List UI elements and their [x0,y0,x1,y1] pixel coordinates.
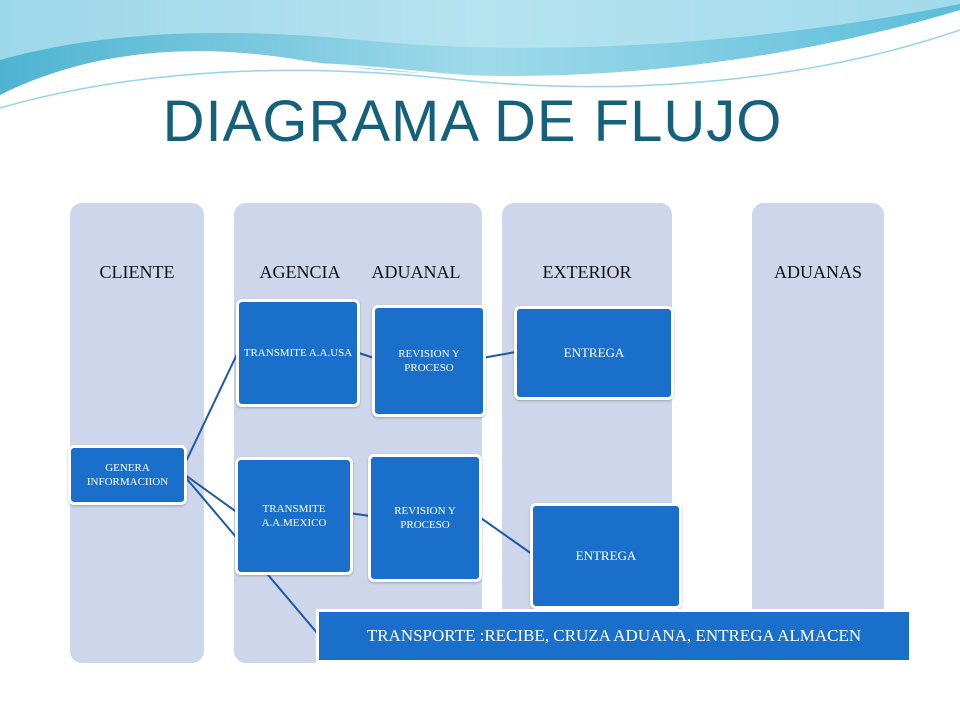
box-genera-informacion-label: GENERA INFORMACIION [86,462,169,488]
lane-label-cliente: CLIENTE [99,262,175,282]
header-wave-decoration [0,0,960,109]
box-transmite-usa-label: TRANSMITE A.A.USA [243,347,353,359]
transport-bar: TRANSPORTE :RECIBE, CRUZA ADUANA, ENTREG… [316,609,912,663]
lane-label-exterior: EXTERIOR [542,262,632,282]
box-entrega-1: ENTREGA [514,306,674,400]
box-revision-proceso-2: REVISION Y PROCESO [368,454,482,582]
lane-label-aduanas: ADUANAS [773,262,862,282]
box-transmite-mexico: TRANSMITE A.A.MEXICO [235,457,353,575]
lane-label-agencia: AGENCIA [259,262,341,282]
page-title: DIAGRAMA DE FLUJO [162,89,783,154]
box-entrega-1-label: ENTREGA [563,345,625,360]
box-transmite-mexico-label: TRANSMITE A.A.MEXICO [261,503,327,529]
box-revision-proceso-2-label: REVISION Y PROCESO [394,505,456,531]
box-genera-informacion: GENERA INFORMACIION [68,445,187,505]
box-revision-proceso-1-label: REVISION Y PROCESO [398,348,460,374]
box-transmite-usa: TRANSMITE A.A.USA [236,299,360,407]
lane-label-aduanal: ADUANAL [371,262,461,282]
box-entrega-2: ENTREGA [530,503,682,609]
box-entrega-2-label: ENTREGA [575,548,637,563]
box-revision-proceso-1: REVISION Y PROCESO [372,305,486,417]
lane-aduanas [752,203,884,663]
